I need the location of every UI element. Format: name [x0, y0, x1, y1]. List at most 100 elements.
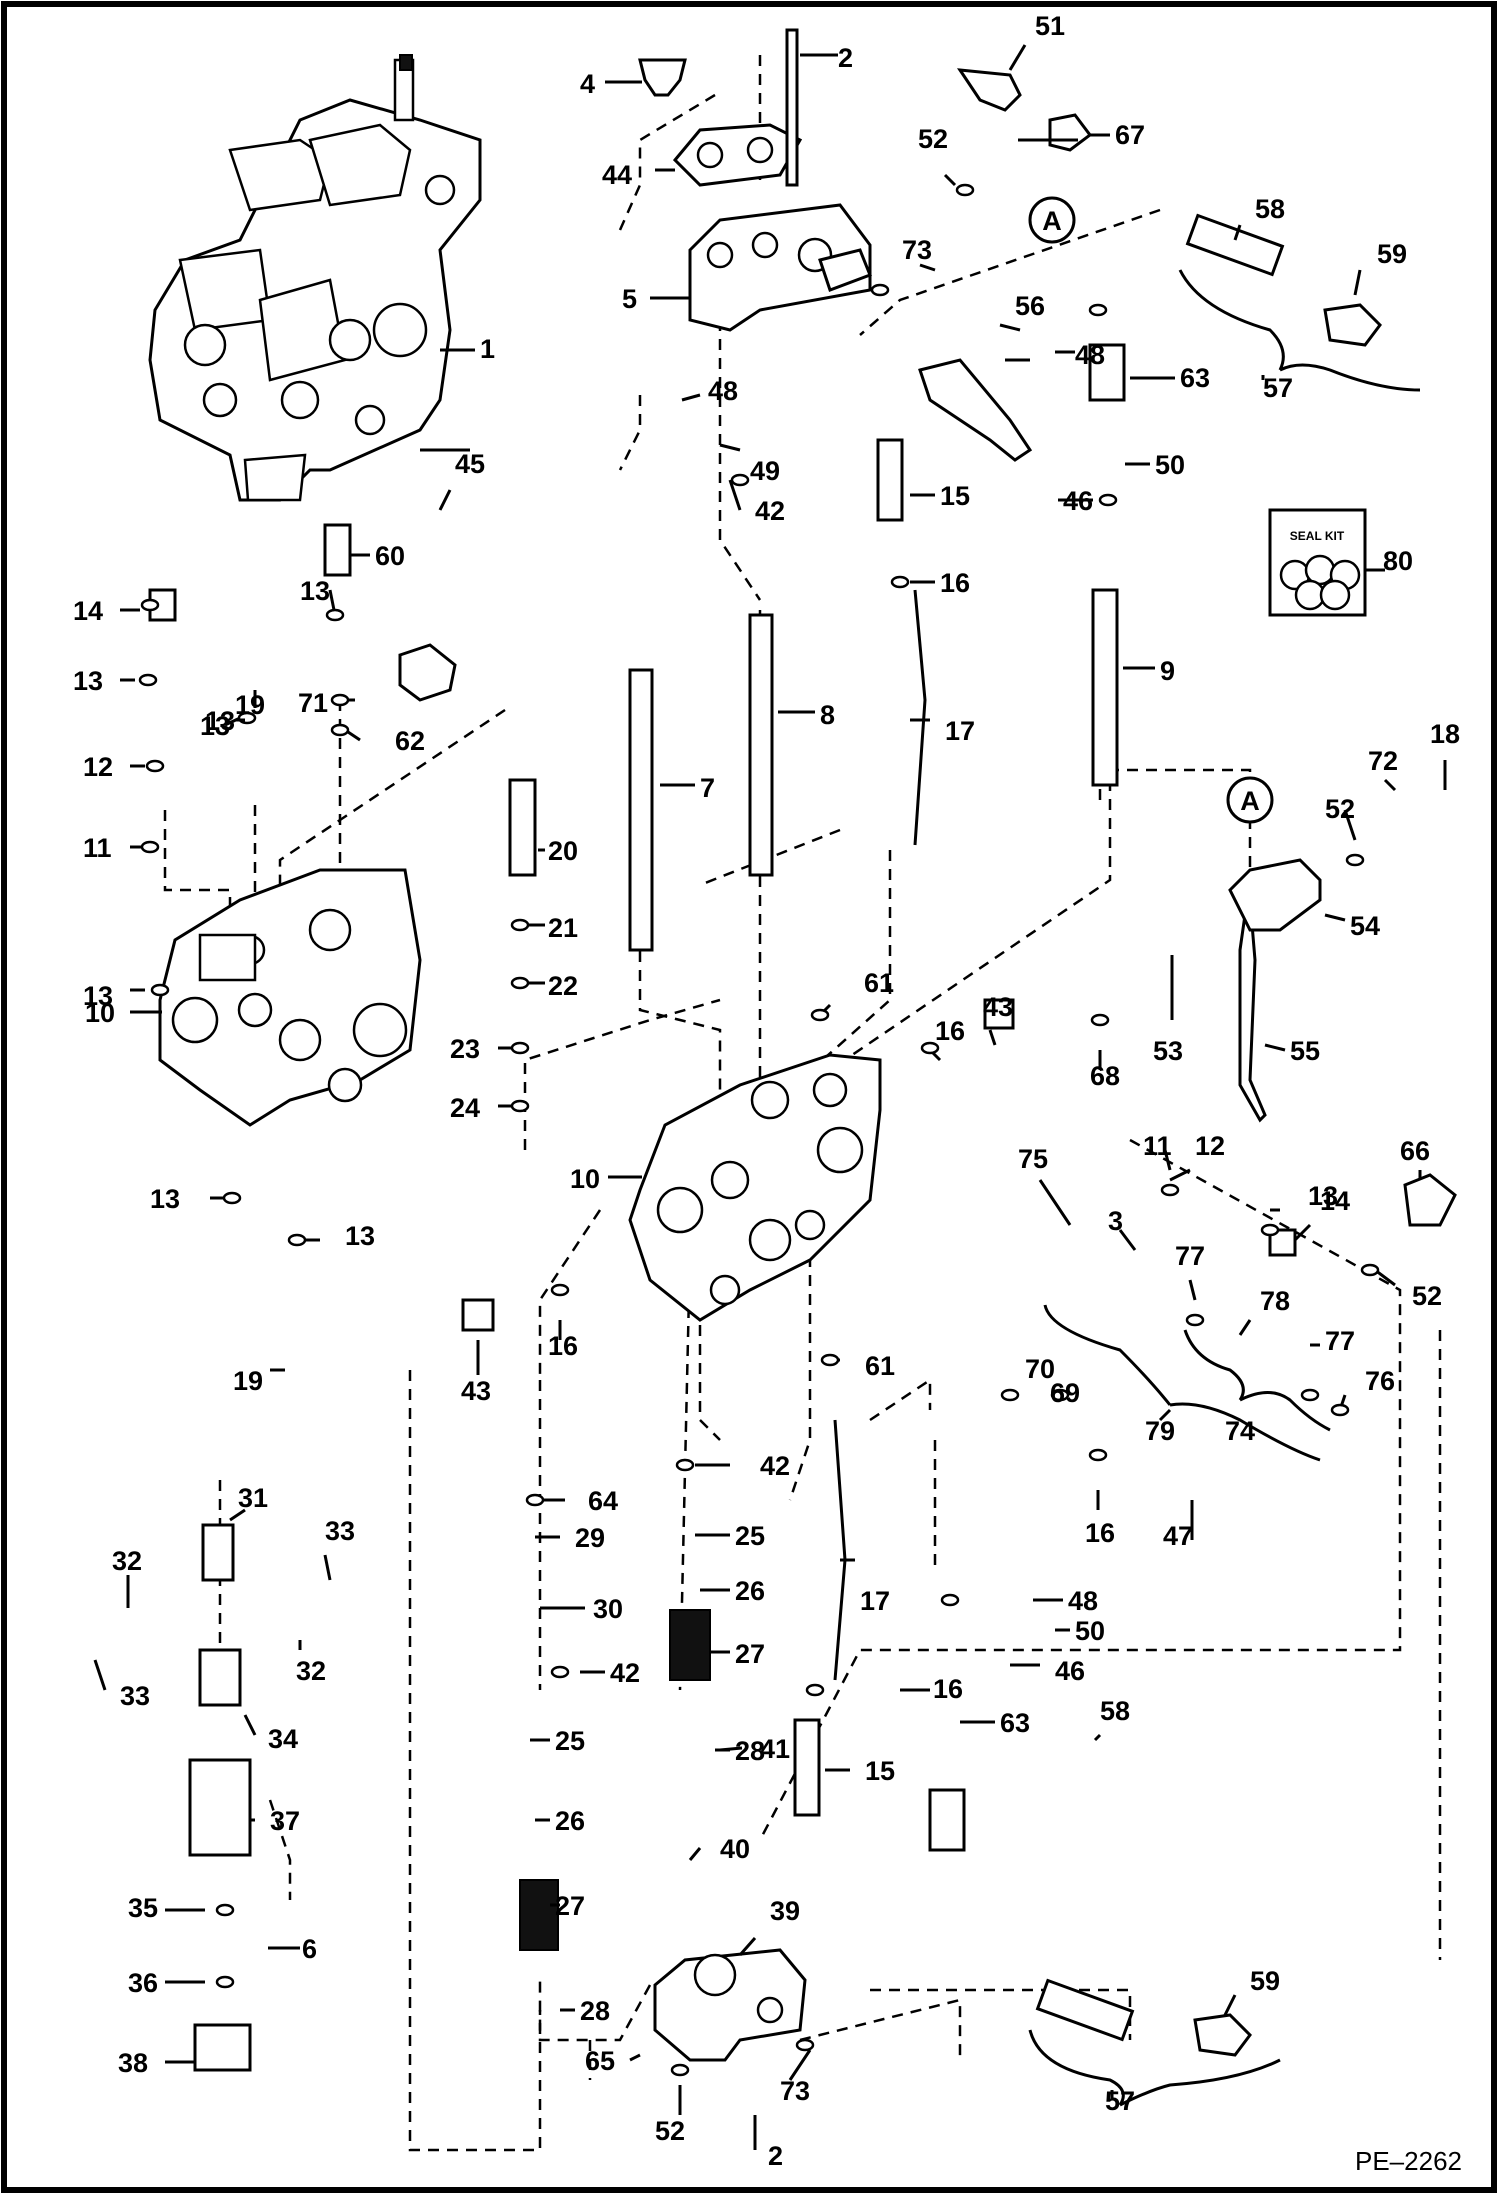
part-callout-50: 50 — [1075, 1616, 1105, 1646]
o-ring — [1300, 1388, 1320, 1402]
part-callout-50: 50 — [1155, 450, 1185, 480]
coil-59-top — [1323, 303, 1382, 347]
fitting-45 — [398, 643, 457, 702]
part-callout-35: 35 — [128, 1893, 158, 1923]
o-ring — [1330, 1403, 1350, 1417]
part-callout-68: 68 — [1090, 1061, 1120, 1091]
part-callout-42: 42 — [760, 1451, 790, 1481]
callout-leader — [1353, 269, 1362, 296]
part-callout-58: 58 — [1255, 194, 1285, 224]
part-callout-37: 37 — [270, 1806, 300, 1836]
callout-leader — [243, 1714, 257, 1736]
callout-leader — [1158, 1408, 1172, 1422]
part-callout-42: 42 — [755, 496, 785, 526]
o-ring — [140, 598, 160, 612]
tee-fitting-66 — [1403, 1173, 1457, 1227]
o-ring — [1088, 303, 1108, 317]
o-ring — [1090, 1013, 1110, 1027]
o-ring — [670, 2063, 690, 2077]
callout-leader — [1264, 1043, 1286, 1052]
part-callout-21: 21 — [548, 913, 578, 943]
part-callout-22: 22 — [548, 971, 578, 1001]
part-callout-62: 62 — [395, 726, 425, 756]
callout-leader — [1038, 1179, 1072, 1226]
bolt-top — [785, 28, 799, 187]
o-ring — [730, 473, 750, 487]
part-callout-48: 48 — [1075, 340, 1105, 370]
o-ring — [955, 183, 975, 197]
o-ring — [510, 976, 530, 990]
part-callout-25: 25 — [735, 1521, 765, 1551]
part-callout-15: 15 — [865, 1756, 895, 1786]
part-callout-57: 57 — [1105, 2086, 1135, 2116]
callout-leader — [1093, 1733, 1102, 1742]
part-callout-15: 15 — [940, 481, 970, 511]
part-callout-26: 26 — [735, 1576, 765, 1606]
part-callout-14: 14 — [1320, 1186, 1350, 1216]
o-ring — [140, 840, 160, 854]
o-ring — [1098, 493, 1118, 507]
o-ring — [550, 1283, 570, 1297]
part-callout-33: 33 — [325, 1516, 355, 1546]
part-callout-63: 63 — [1000, 1708, 1030, 1738]
part-callout-48: 48 — [1068, 1586, 1098, 1616]
part-callout-53: 53 — [1153, 1036, 1183, 1066]
part-callout-78: 78 — [1260, 1286, 1290, 1316]
valve-body-center — [608, 1053, 882, 1322]
part-callout-74: 74 — [1225, 1416, 1255, 1446]
part-callout-48: 48 — [708, 376, 738, 406]
bracket-57-top — [1178, 269, 1421, 392]
part-callout-52: 52 — [1412, 1281, 1442, 1311]
callout-leader — [1169, 1168, 1191, 1182]
part-callout-13: 13 — [300, 576, 330, 606]
callout-leader — [919, 263, 936, 272]
bushing-34 — [198, 1648, 242, 1707]
part-callout-13: 13 — [345, 1221, 375, 1251]
callout-leader — [1118, 1229, 1137, 1251]
part-callout-80: 80 — [1383, 546, 1413, 576]
callout-leader — [1233, 224, 1242, 241]
part-callout-29: 29 — [575, 1523, 605, 1553]
o-ring — [805, 1683, 825, 1697]
part-callout-54: 54 — [1350, 911, 1380, 941]
connector-a-right-label: A — [1240, 786, 1260, 816]
manifold-fitting-54 — [1228, 858, 1322, 932]
callout-leader — [1293, 1223, 1312, 1242]
part-callout-13: 13 — [83, 981, 113, 1011]
part-callout-40: 40 — [720, 1834, 750, 1864]
callout-leader — [1163, 1149, 1172, 1171]
o-ring — [890, 575, 910, 589]
callout-leader — [788, 2049, 812, 2081]
fitting-60 — [323, 523, 352, 577]
part-callout-12: 12 — [83, 752, 113, 782]
part-callout-76: 76 — [1365, 1366, 1395, 1396]
o-ring — [330, 693, 350, 707]
o-ring — [510, 1041, 530, 1055]
callout-leader — [738, 1937, 757, 1956]
o-ring — [1360, 1263, 1380, 1277]
callout-leader — [1383, 778, 1397, 792]
callout-leader — [681, 393, 701, 402]
callout-leader — [629, 2053, 641, 2062]
part-callout-32: 32 — [296, 1656, 326, 1686]
o-ring — [510, 1099, 530, 1113]
callout-leader — [1223, 1994, 1237, 2016]
o-ring — [920, 1041, 940, 1055]
o-ring — [870, 283, 890, 297]
part-callout-36: 36 — [128, 1968, 158, 1998]
callout-leader — [688, 1847, 702, 1861]
part-callout-6: 6 — [302, 1934, 317, 1964]
seal-kit-box: SEAL KIT — [1268, 508, 1367, 617]
part-callout-43: 43 — [461, 1376, 491, 1406]
o-ring — [820, 1353, 840, 1367]
connector-a-top-label: A — [1042, 206, 1062, 236]
detent-housing-37 — [188, 1758, 252, 1857]
part-callout-63: 63 — [1180, 363, 1210, 393]
o-ring — [325, 608, 345, 622]
spool-7 — [628, 668, 654, 952]
part-callout-58: 58 — [1100, 1696, 1130, 1726]
callout-leader — [943, 173, 957, 187]
valve-assembly-complete — [148, 54, 482, 502]
part-callout-25: 25 — [555, 1726, 585, 1756]
o-ring — [215, 1975, 235, 1989]
